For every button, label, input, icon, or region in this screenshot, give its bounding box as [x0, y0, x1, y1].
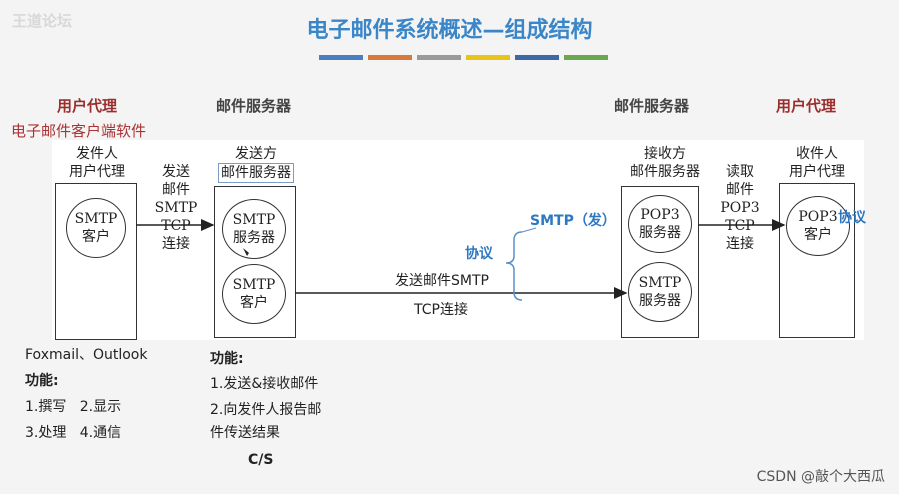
sender-smtp-server-text-2: 服务器: [233, 230, 275, 246]
client-software-names: Foxmail、Outlook: [25, 347, 148, 363]
send-mail-smtp-label: 发送邮件SMTP: [395, 273, 489, 289]
receiver-server-label: 接收方 邮件服务器: [610, 145, 720, 181]
right-arrow-text-5: 连接: [726, 236, 754, 252]
color-bar-2: [368, 55, 412, 60]
cursor-icon: [243, 248, 249, 256]
right-arrow-text-2: 邮件: [726, 182, 754, 198]
receiver-pop3-server-text-2: 服务器: [639, 225, 681, 241]
smtp-client-circle: SMTP 客户: [66, 198, 126, 258]
receiver-server-label-line2: 邮件服务器: [630, 164, 700, 180]
pop3-client-text-1: POP3: [798, 209, 838, 225]
left-arrow-text-1: 发送: [162, 164, 190, 180]
pop3-client-circle: POP3 客户: [786, 196, 850, 256]
sender-agent-label: 发件人 用户代理: [55, 145, 139, 181]
color-bar-3: [417, 55, 461, 60]
receiver-server-heading: 邮件服务器: [614, 97, 690, 115]
right-agent-heading: 用户代理: [776, 97, 837, 115]
sender-smtp-client-circle: SMTP 客户: [222, 264, 286, 324]
tcp-connection-label: TCP连接: [414, 302, 468, 318]
sender-server-label: 发送方 邮件服务器: [206, 145, 306, 183]
left-arrow-label: 发送 邮件 SMTP TCP 连接: [148, 163, 204, 253]
color-bar-1: [319, 55, 363, 60]
left-function-line1: 1.撰写 2.显示: [25, 399, 122, 415]
mid-function-title: 功能:: [210, 351, 244, 367]
left-arrow-text-5: 连接: [162, 236, 190, 252]
client-server-mode: C/S: [248, 452, 274, 468]
smtp-client-text-1: SMTP: [74, 211, 118, 227]
sender-smtp-server-text-1: SMTP: [232, 212, 276, 228]
left-arrow-text-4: TCP: [161, 218, 191, 234]
left-function-title: 功能:: [25, 373, 59, 389]
pop3-client-text-2: 客户: [803, 227, 832, 243]
right-arrow-label: 读取 邮件 POP3 TCP 连接: [712, 163, 768, 253]
protocol-bracket: [505, 231, 523, 301]
smtp-send-label: SMTP（发）: [530, 213, 616, 229]
mid-function-line2: 2.向发件人报告邮: [210, 402, 322, 418]
sender-smtp-server-circle: SMTP 服务器: [222, 199, 286, 259]
left-agent-heading: 用户代理: [57, 97, 118, 115]
left-function-line2: 3.处理 4.通信: [25, 425, 122, 441]
smtp-client-text-2: 客户: [82, 229, 110, 245]
sender-server-label-line2: 邮件服务器: [218, 163, 294, 183]
receiver-pop3-server-circle: POP3 服务器: [628, 195, 692, 253]
right-arrow-text-3: POP3: [720, 200, 760, 216]
mid-function-line3: 件传送结果: [210, 425, 280, 441]
sender-server-label-line1: 发送方: [235, 146, 277, 162]
left-arrow-text-3: SMTP: [154, 200, 198, 216]
sender-agent-box: [55, 183, 137, 340]
watermark: 王道论坛: [12, 12, 73, 30]
receiver-agent-label-line1: 收件人: [796, 146, 838, 162]
receiver-pop3-server-text-1: POP3: [640, 207, 680, 223]
receiver-agent-label-line2: 用户代理: [789, 164, 845, 180]
diagram-area: [52, 140, 864, 340]
receiver-smtp-server-text-1: SMTP: [638, 275, 682, 291]
receiver-smtp-server-text-2: 服务器: [639, 293, 681, 309]
right-arrow-text-4: TCP: [725, 218, 755, 234]
bracket-tick: [521, 227, 537, 233]
slide-title: 电子邮件系统概述—组成结构: [306, 18, 593, 43]
receiver-server-label-line1: 接收方: [644, 146, 686, 162]
left-agent-subheading: 电子邮件客户端软件: [11, 122, 147, 140]
csdn-footer: CSDN @敲个大西瓜: [756, 469, 885, 485]
protocol-label: 协议: [465, 246, 493, 262]
sender-agent-label-line1: 发件人: [76, 146, 118, 162]
sender-server-heading: 邮件服务器: [216, 97, 292, 115]
color-bar-6: [564, 55, 608, 60]
mid-function-line1: 1.发送&接收邮件: [210, 376, 319, 392]
sender-agent-label-line2: 用户代理: [69, 164, 125, 180]
color-bar-5: [515, 55, 559, 60]
sender-smtp-client-text-2: 客户: [240, 295, 268, 311]
sender-smtp-client-text-1: SMTP: [232, 277, 276, 293]
left-arrow-text-2: 邮件: [162, 182, 190, 198]
receiver-agent-label: 收件人 用户代理: [776, 145, 858, 181]
right-arrow-text-1: 读取: [726, 164, 754, 180]
color-bar-4: [466, 55, 510, 60]
receiver-smtp-server-circle: SMTP 服务器: [628, 262, 692, 322]
right-protocol-label: 协议: [838, 210, 866, 226]
